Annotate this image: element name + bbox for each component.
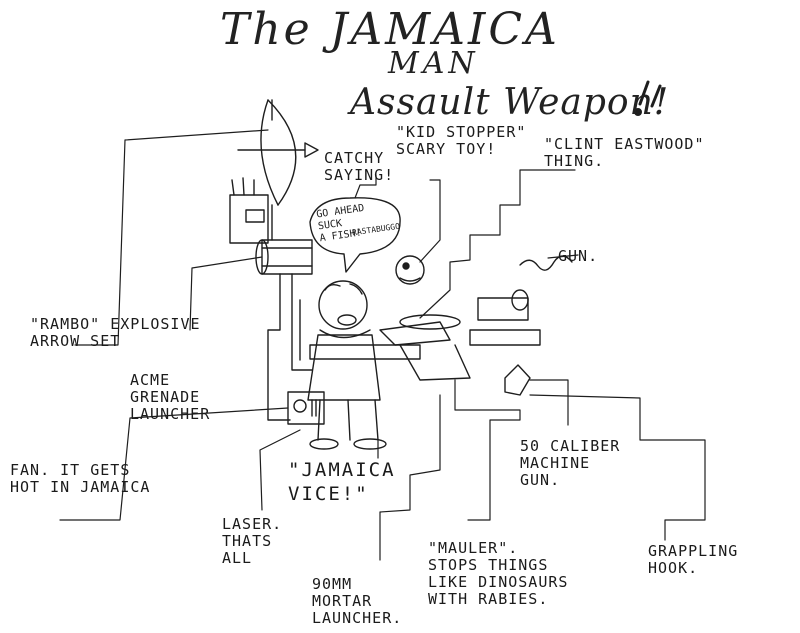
title-line-1: The JAMAICA (220, 4, 560, 55)
label-acme-grenade-launcher: ACME GRENADE LAUNCHER (130, 371, 211, 423)
weapon-frame (267, 204, 313, 421)
grenade-launcher-icon (255, 239, 313, 275)
label-kid-stopper: "KID STOPPER" SCARY TOY! (396, 123, 527, 158)
bow-icon (237, 99, 319, 206)
title-line-3: Assault Weapon! (350, 82, 670, 123)
leader-lines (59, 129, 706, 561)
arrow-quiver-icon (229, 177, 269, 244)
label-clint-eastwood: "CLINT EASTWOOD" THING. (544, 135, 705, 170)
label-gun: GUN. (558, 247, 599, 265)
title-exclamation (634, 80, 662, 116)
machine-gun-icon (469, 255, 573, 396)
speech-bubble (309, 197, 401, 273)
label-fan: FAN. IT GETS HOT IN JAMAICA (10, 461, 151, 496)
label-mauler: "MAULER". STOPS THINGS LIKE DINOSAURS WI… (428, 539, 569, 608)
label-50-caliber: 50 CALIBER MACHINE GUN. (520, 437, 621, 489)
label-laser: LASER. THATS ALL (222, 515, 283, 567)
label-mortar-launcher: 90MM MORTAR LAUNCHER. (312, 575, 403, 627)
label-catchy-saying: CATCHY SAYING! (324, 149, 395, 184)
jamaica-man-figure (307, 280, 387, 450)
scary-toy-icon (395, 255, 425, 285)
title-line-2: MAN (388, 46, 479, 81)
label-rambo-arrow-set: "RAMBO" EXPLOSIVE ARROW SET (30, 315, 201, 350)
label-jamaica-vice: "JAMAICA VICE!" (288, 459, 396, 505)
main-gun-icon (309, 314, 471, 381)
speech-bubble-text: GO AHEAD SUCK A FISH! (315, 202, 365, 245)
label-grappling-hook: GRAPPLING HOOK. (648, 542, 739, 577)
